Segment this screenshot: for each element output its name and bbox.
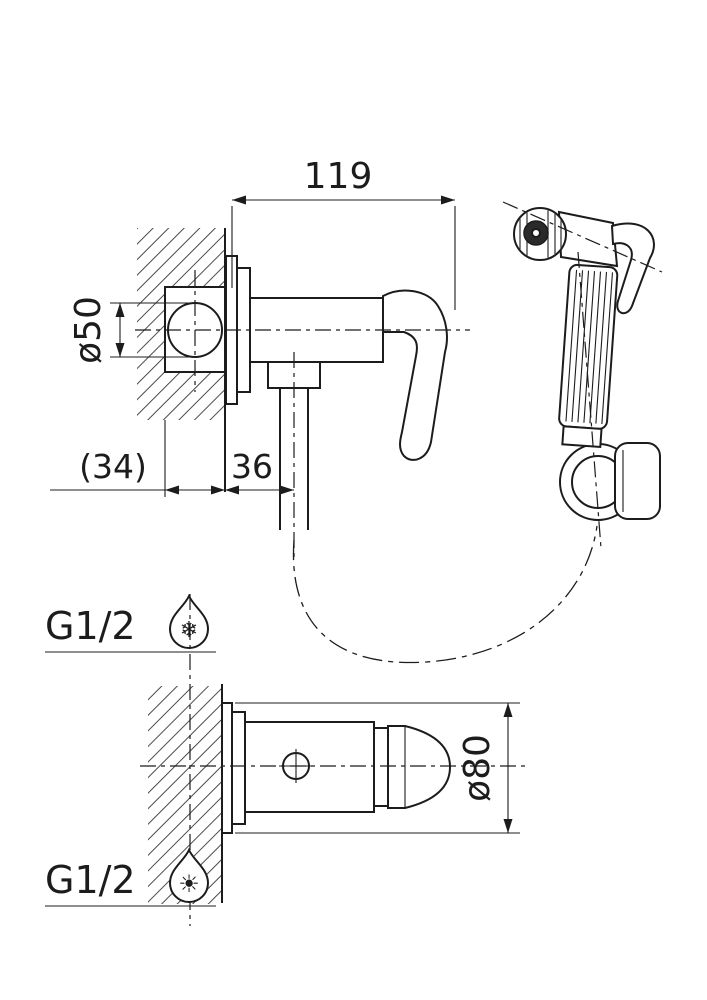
cartridge-collar [373,727,389,807]
arrowhead [280,485,294,495]
spray-holder [559,442,661,521]
spray-head-axis [502,201,663,273]
hand-spray [502,201,663,549]
outlet-pipe [279,388,309,530]
escutcheon-plate [221,702,233,834]
dim-valve-diameter-label: ø50 [68,296,109,364]
spray-grip-axis [577,251,602,549]
dimension-flange-diameter: ø80 [235,702,520,834]
spout-nose [387,725,452,809]
hot-inlet-thread-label: G1/2 [45,858,136,902]
escutcheon-front [221,702,246,834]
spray-trigger-lever [610,222,655,315]
drop-outline [168,593,210,649]
spray-nozzle-center [531,228,541,238]
dimension-width: 119 [231,156,456,310]
arrowhead [503,703,513,717]
arrowhead [211,485,225,495]
dim-width-label: 119 [304,156,373,197]
dimension-valve-diameter: ø50 [68,296,190,364]
dimension-offsets: (34) 36 [50,420,294,497]
arrowhead [225,485,239,495]
side-view: 119 ø50 (34) 36 [50,156,663,664]
arrowhead [232,195,246,205]
spray-grip-ribs [565,269,614,425]
cold-water-drop-icon: ❄ [168,593,210,649]
dim-outlet-offset-label: 36 [231,447,273,486]
dim-wall-offset-label: (34) [79,447,147,486]
arrowhead [115,343,125,357]
snowflake-glyph: ❄ [180,618,198,643]
hose-centerline [292,525,598,664]
escutcheon-step [231,711,246,825]
handle-lever [382,289,448,461]
front-view: G1/2 ❄ ø80 [45,593,530,926]
cold-inlet-thread-label: G1/2 [45,604,136,648]
arrowhead [115,303,125,317]
holder-wall-plate [614,442,661,520]
sun-glyph: ☀ [178,870,200,898]
arrowhead [441,195,455,205]
arrowhead [503,819,513,833]
hot-water-drop-icon: ☀ [168,847,210,903]
drop-outline [168,847,210,903]
spray-grip-nut [561,425,603,449]
spray-grip-group [558,263,619,449]
dim-flange-diameter-label: ø80 [457,734,498,802]
arrowhead [165,485,179,495]
